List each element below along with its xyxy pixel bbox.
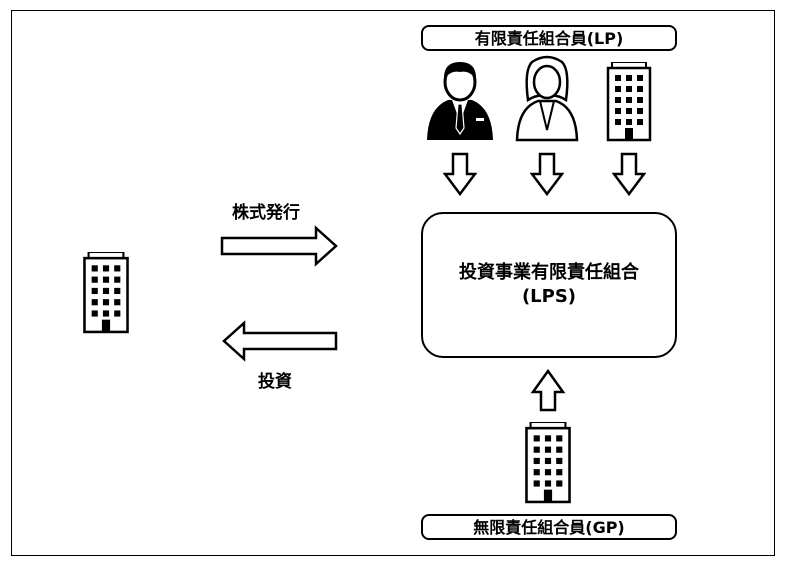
lp-building-icon <box>606 62 652 142</box>
lp-arrow-3 <box>612 152 646 196</box>
lps-name: 投資事業有限責任組合 <box>459 262 639 283</box>
gp-building-icon <box>525 422 571 504</box>
lp-label: 有限責任組合員(LP) <box>421 25 677 51</box>
issue-shares-arrow <box>220 225 338 267</box>
gp-arrow-up <box>530 368 566 412</box>
issue-shares-label: 株式発行 <box>232 203 300 223</box>
lp-arrow-1 <box>443 152 477 196</box>
businesswoman-icon <box>515 55 579 142</box>
investment-label: 投資 <box>258 372 292 392</box>
company-building-icon <box>83 252 129 334</box>
lps-abbr: (LPS) <box>521 286 577 307</box>
lp-arrow-2 <box>530 152 564 196</box>
investment-arrow <box>222 320 338 362</box>
businessman-icon <box>427 62 493 140</box>
gp-label: 無限責任組合員(GP) <box>421 514 677 540</box>
lps-box: 投資事業有限責任組合 (LPS) <box>421 212 677 358</box>
diagram-frame <box>11 10 775 556</box>
